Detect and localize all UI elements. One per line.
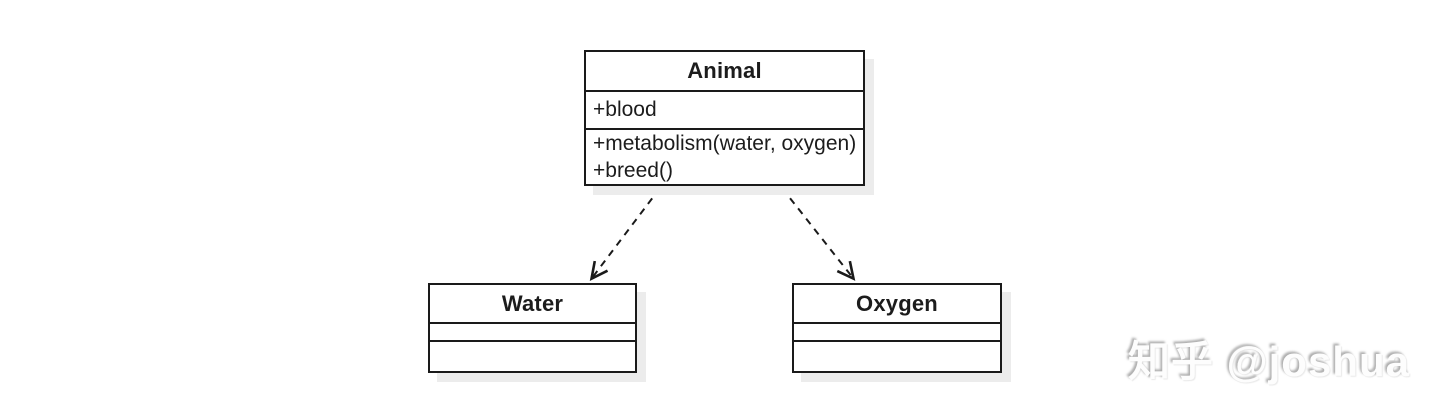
class-box-water: Water <box>428 283 637 373</box>
method-metabolism: +metabolism(water, oxygen) <box>593 132 857 155</box>
class-attributes-animal: +blood <box>586 90 863 128</box>
class-box-animal: Animal +blood +metabolism(water, oxygen)… <box>584 50 865 186</box>
dependency-arrow-animal-to-water <box>589 187 661 281</box>
class-attributes-oxygen <box>794 322 1000 340</box>
method-breed: +breed() <box>593 159 673 182</box>
class-box-oxygen: Oxygen <box>792 283 1002 373</box>
class-methods-oxygen <box>794 340 1000 371</box>
class-attributes-water <box>430 322 635 340</box>
zhihu-watermark: 知乎 @joshua <box>1128 338 1410 385</box>
class-name-water: Water <box>501 290 564 316</box>
dependency-arrow-animal-to-oxygen <box>781 187 856 281</box>
class-name-animal: Animal <box>687 58 762 83</box>
class-name-oxygen: Oxygen <box>856 290 938 316</box>
class-methods-animal: +metabolism(water, oxygen) +breed() <box>586 128 863 184</box>
class-methods-water <box>430 340 635 371</box>
attribute-blood: +blood <box>593 98 657 121</box>
